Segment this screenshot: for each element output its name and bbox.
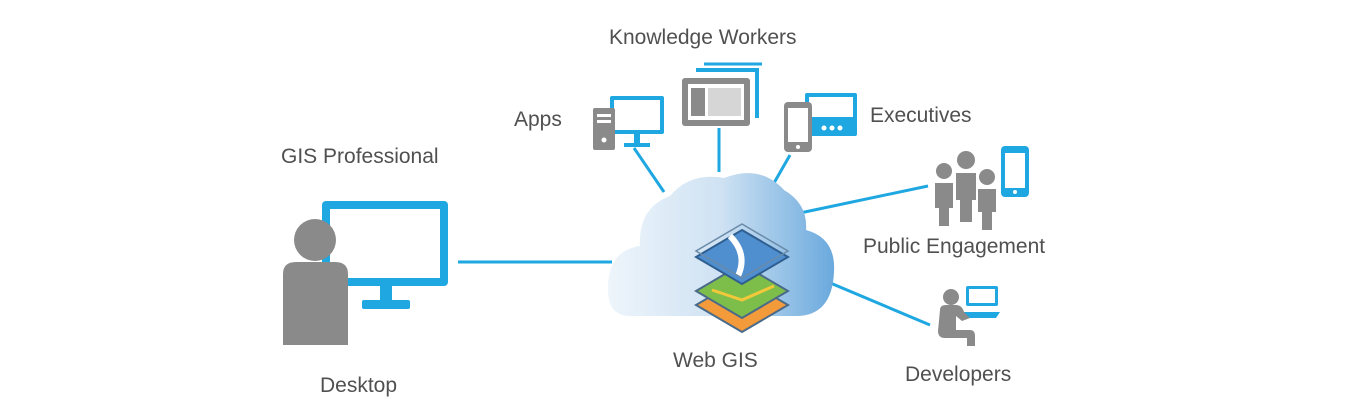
connector-apps (632, 147, 666, 193)
label-apps: Apps (514, 108, 562, 131)
label-web-gis: Web GIS (673, 349, 758, 372)
label-gis-professional: GIS Professional (281, 145, 439, 168)
pc-tower-icon (593, 96, 664, 150)
label-knowledge-workers: Knowledge Workers (609, 26, 797, 49)
developer-laptop-icon (938, 286, 1000, 346)
tablet-icon (682, 62, 762, 126)
connector-public-engagement (799, 184, 929, 215)
label-desktop: Desktop (320, 374, 398, 397)
desktop-monitor-icon (322, 201, 448, 309)
label-public-engagement: Public Engagement (863, 235, 1046, 258)
label-developers: Developers (905, 363, 1012, 386)
map-layers-icon (694, 223, 790, 334)
public-phone-icon (1001, 146, 1029, 197)
connector-lines (458, 128, 931, 327)
label-executives: Executives (870, 104, 972, 127)
person-icon (283, 219, 348, 345)
phone-icon (784, 93, 857, 152)
group-people-icon (935, 151, 996, 230)
connector-developers (827, 280, 931, 327)
